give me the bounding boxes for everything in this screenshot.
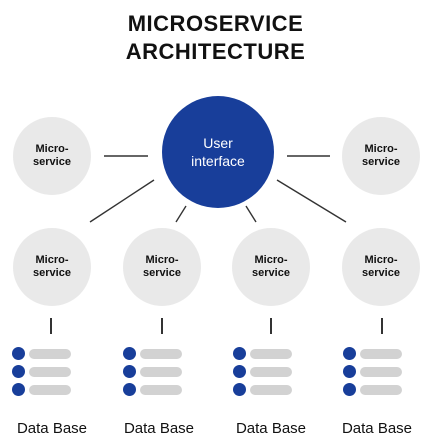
database-bar [250,349,292,359]
database-record [123,347,203,361]
database-icon-1 [12,347,92,401]
microservice-node-top-left: Micro- service [13,117,91,195]
db-connector-2 [161,318,163,334]
microservice-label-line2: service [362,267,400,279]
database-dot-icon [12,347,25,360]
database-record [343,383,423,397]
database-bar [360,367,402,377]
database-record [12,383,92,397]
microservice-label-line2: service [362,156,400,168]
connector-bottom-1 [89,179,155,223]
microservice-label-line1: Micro- [145,254,179,266]
user-interface-label-line2: interface [191,153,245,169]
microservice-label-line2: service [33,267,71,279]
microservice-label-line1: Micro- [35,254,69,266]
database-bar [29,349,71,359]
database-bar [140,349,182,359]
microservice-label-line2: service [252,267,290,279]
database-label-2: Data Base [123,420,195,437]
database-record [12,347,92,361]
database-dot-icon [343,347,356,360]
database-bar [29,385,71,395]
database-record [123,365,203,379]
microservice-label-line2: service [33,156,71,168]
connector-bottom-4 [276,179,347,223]
database-dot-icon [233,347,246,360]
connector-bottom-3 [245,205,257,223]
database-record [233,383,313,397]
user-interface-label-line1: User [203,135,233,151]
database-dot-icon [233,383,246,396]
database-bar [29,367,71,377]
database-record [233,365,313,379]
database-dot-icon [233,365,246,378]
database-icon-4 [343,347,423,401]
microservice-label-line1: Micro- [254,254,288,266]
microservice-node-bottom-4: Micro- service [342,228,420,306]
database-dot-icon [123,347,136,360]
database-bar [250,385,292,395]
database-bar [140,385,182,395]
database-label-1: Data Base [16,420,88,437]
database-record [12,365,92,379]
database-bar [250,367,292,377]
database-icon-2 [123,347,203,401]
database-record [343,347,423,361]
database-icon-3 [233,347,313,401]
diagram-title-line2: ARCHITECTURE [125,39,306,64]
database-bar [360,349,402,359]
database-dot-icon [123,365,136,378]
microservice-label-line1: Micro- [364,254,398,266]
database-record [123,383,203,397]
database-label-4: Data Base [341,420,413,437]
database-record [343,365,423,379]
microservice-node-bottom-1: Micro- service [13,228,91,306]
microservice-node-top-right: Micro- service [342,117,420,195]
database-dot-icon [343,383,356,396]
db-connector-4 [381,318,383,334]
microservice-node-bottom-2: Micro- service [123,228,201,306]
database-bar [360,385,402,395]
database-dot-icon [12,383,25,396]
database-bar [140,367,182,377]
connector-bottom-2 [175,205,187,223]
microservice-label-line2: service [143,267,181,279]
database-dot-icon [12,365,25,378]
diagram-title-line1: MICROSERVICE [127,11,304,36]
microservice-node-bottom-3: Micro- service [232,228,310,306]
database-dot-icon [343,365,356,378]
db-connector-1 [50,318,52,334]
database-dot-icon [123,383,136,396]
user-interface-node: User interface [162,96,274,208]
database-label-3: Data Base [235,420,307,437]
db-connector-3 [270,318,272,334]
database-record [233,347,313,361]
microservice-label-line1: Micro- [364,143,398,155]
microservice-label-line1: Micro- [35,143,69,155]
